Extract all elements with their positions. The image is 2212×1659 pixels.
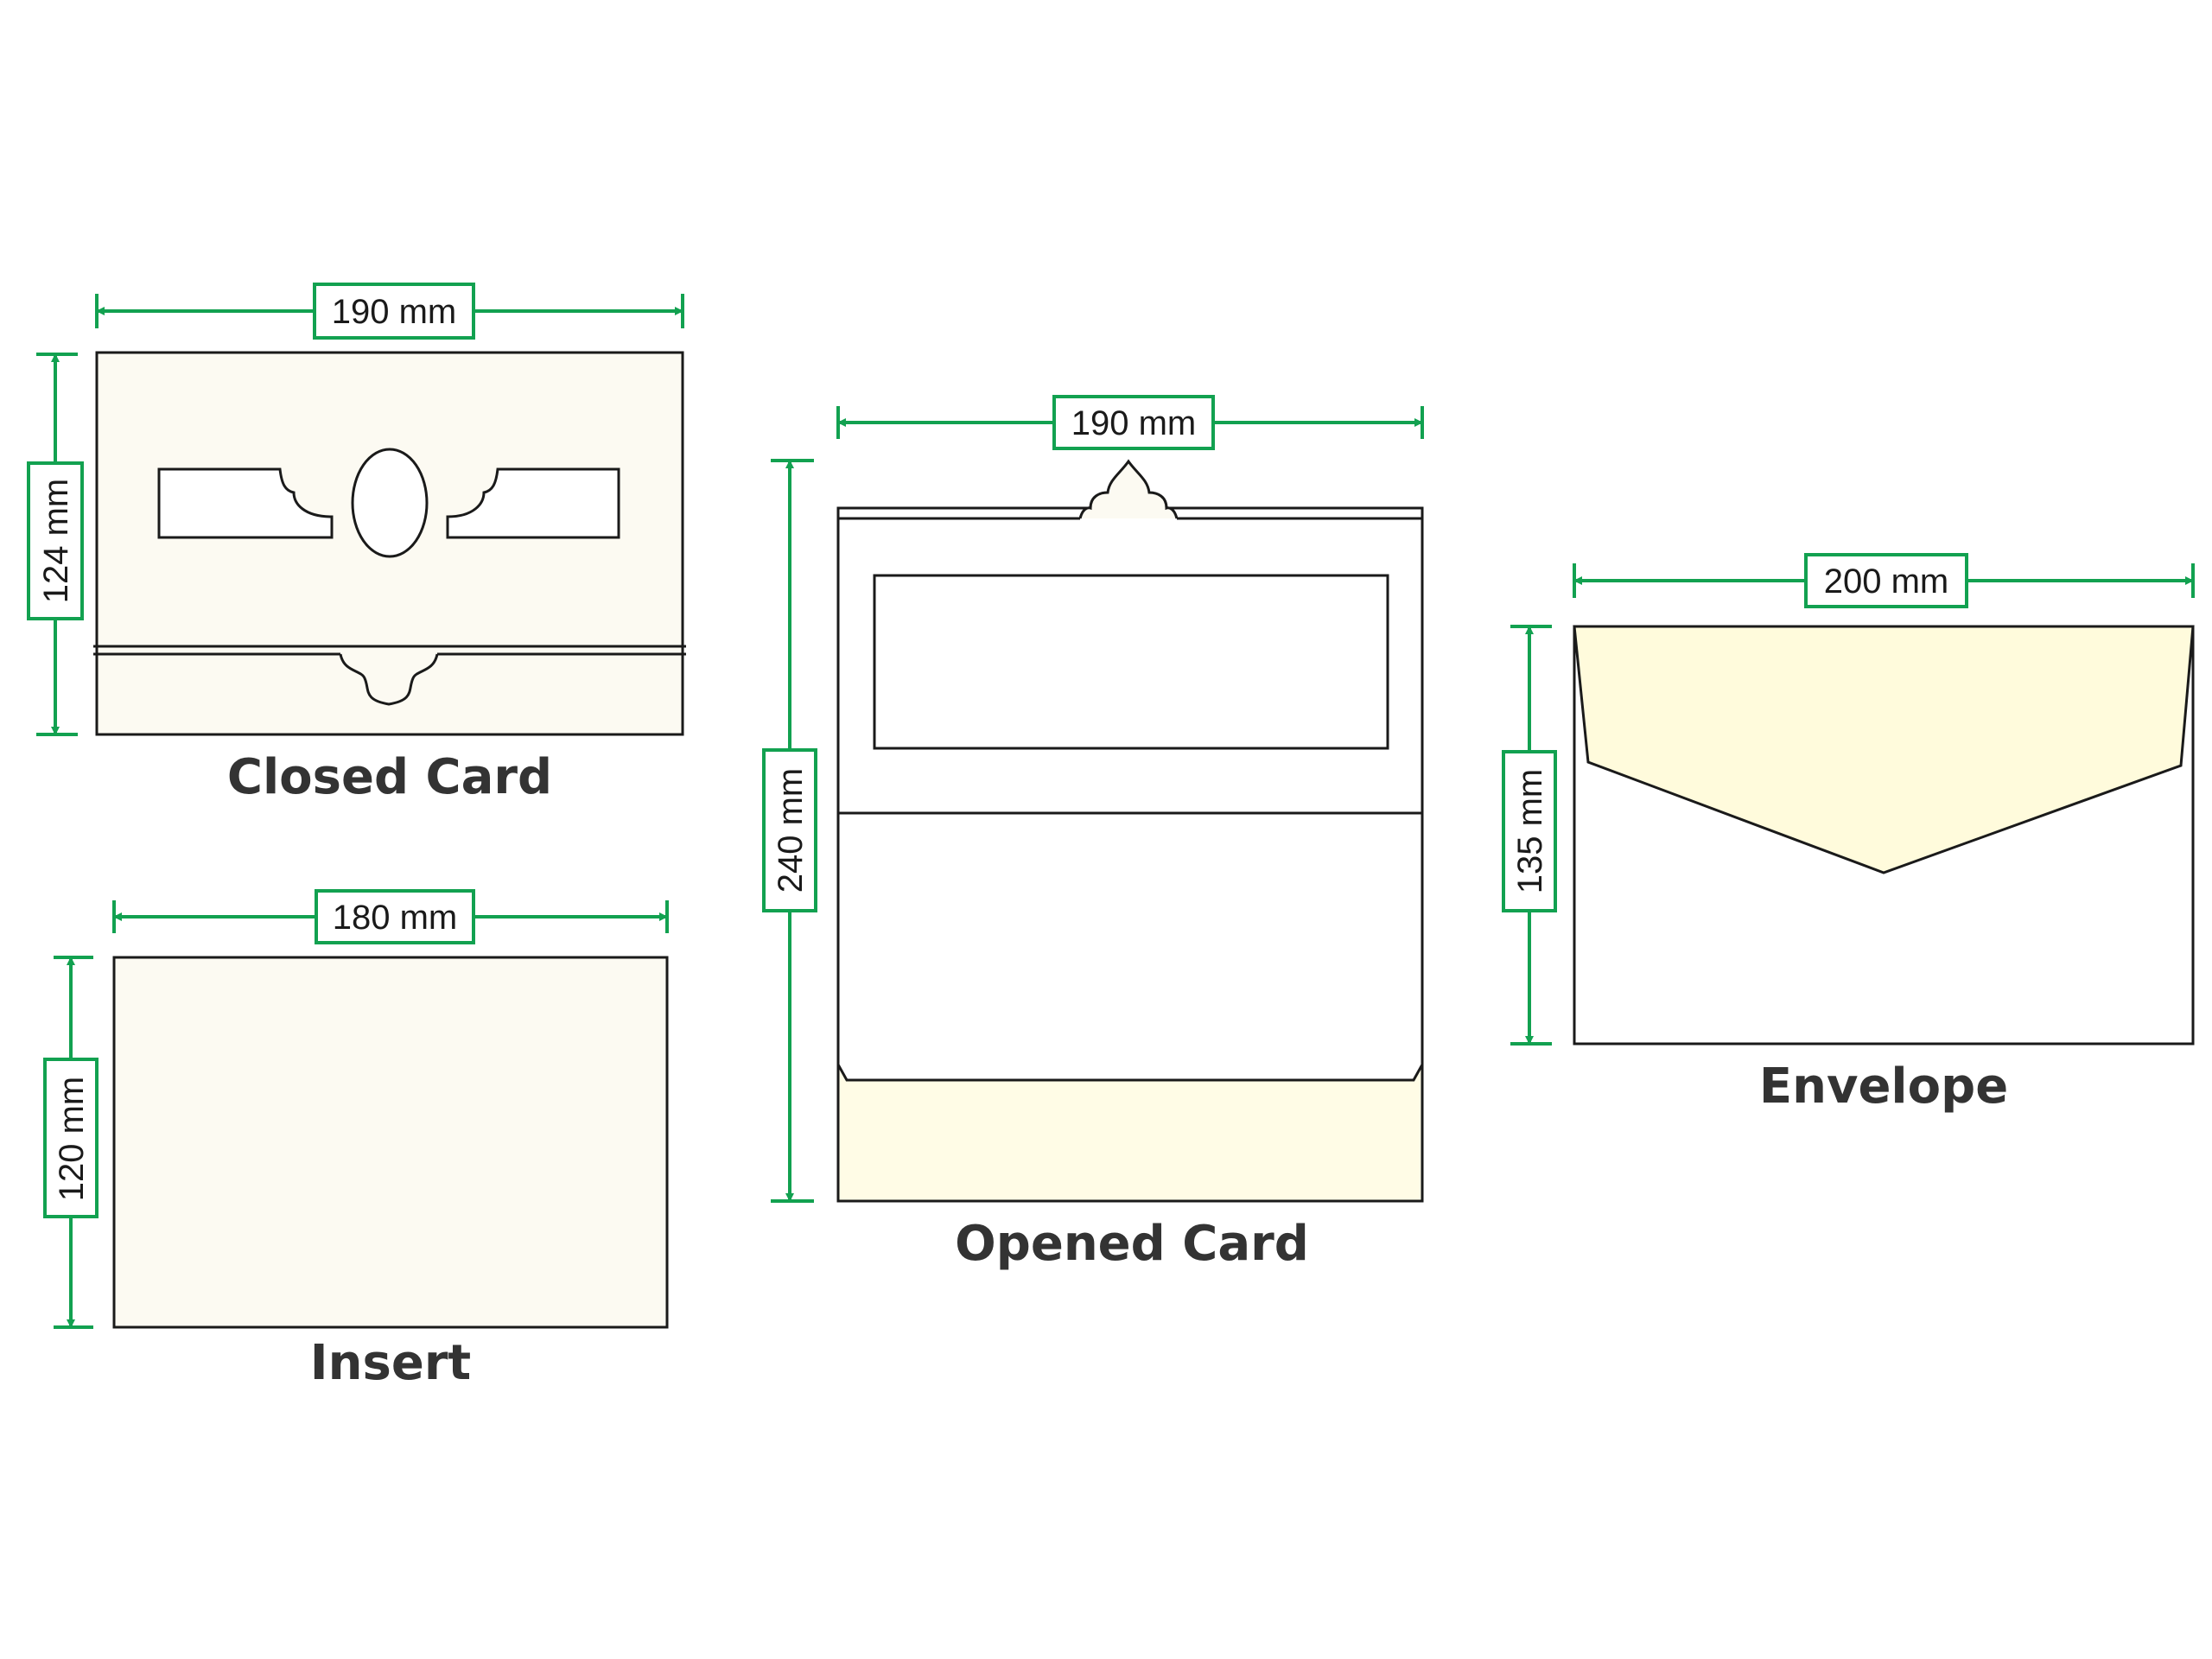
envelope-height-dimension bbox=[1502, 625, 1557, 1046]
opened-card-caption: Opened Card bbox=[955, 1216, 1309, 1272]
envelope-width-label: 200 mm bbox=[1824, 563, 1949, 601]
envelope-drawing bbox=[1573, 625, 2195, 1046]
opened-card-drawing bbox=[836, 459, 1424, 1203]
opened-card-width-dimension bbox=[836, 395, 1424, 450]
closed-card-height-label: 124 mm bbox=[37, 479, 75, 604]
insert-width-dimension bbox=[112, 889, 669, 944]
closed-card-width-label: 190 mm bbox=[332, 293, 457, 331]
opened-card: 190 mm 240 mm Opened Card bbox=[762, 395, 1424, 1272]
insert-caption: Insert bbox=[310, 1335, 471, 1391]
envelope: 200 mm 135 mm Envelope bbox=[1502, 553, 2195, 1115]
envelope-width-dimension bbox=[1573, 553, 2195, 608]
closed-card-drawing bbox=[93, 351, 686, 736]
envelope-height-label: 135 mm bbox=[1511, 769, 1549, 894]
envelope-caption: Envelope bbox=[1759, 1058, 2008, 1115]
insert-width-label: 180 mm bbox=[333, 899, 458, 937]
opened-card-width-label: 190 mm bbox=[1071, 404, 1197, 442]
insert-height-label: 120 mm bbox=[53, 1077, 91, 1202]
closed-card-height-dimension bbox=[27, 353, 84, 736]
opened-card-height-label: 240 mm bbox=[772, 768, 810, 893]
insert: 180 mm 120 mm Insert bbox=[43, 889, 669, 1391]
closed-card: 190 mm 124 mm Closed Card bbox=[27, 283, 686, 805]
closed-card-width-dimension bbox=[95, 283, 684, 340]
insert-height-dimension bbox=[43, 956, 99, 1329]
insert-drawing bbox=[112, 956, 669, 1329]
opened-card-height-dimension bbox=[762, 459, 817, 1203]
closed-card-caption: Closed Card bbox=[227, 749, 552, 805]
